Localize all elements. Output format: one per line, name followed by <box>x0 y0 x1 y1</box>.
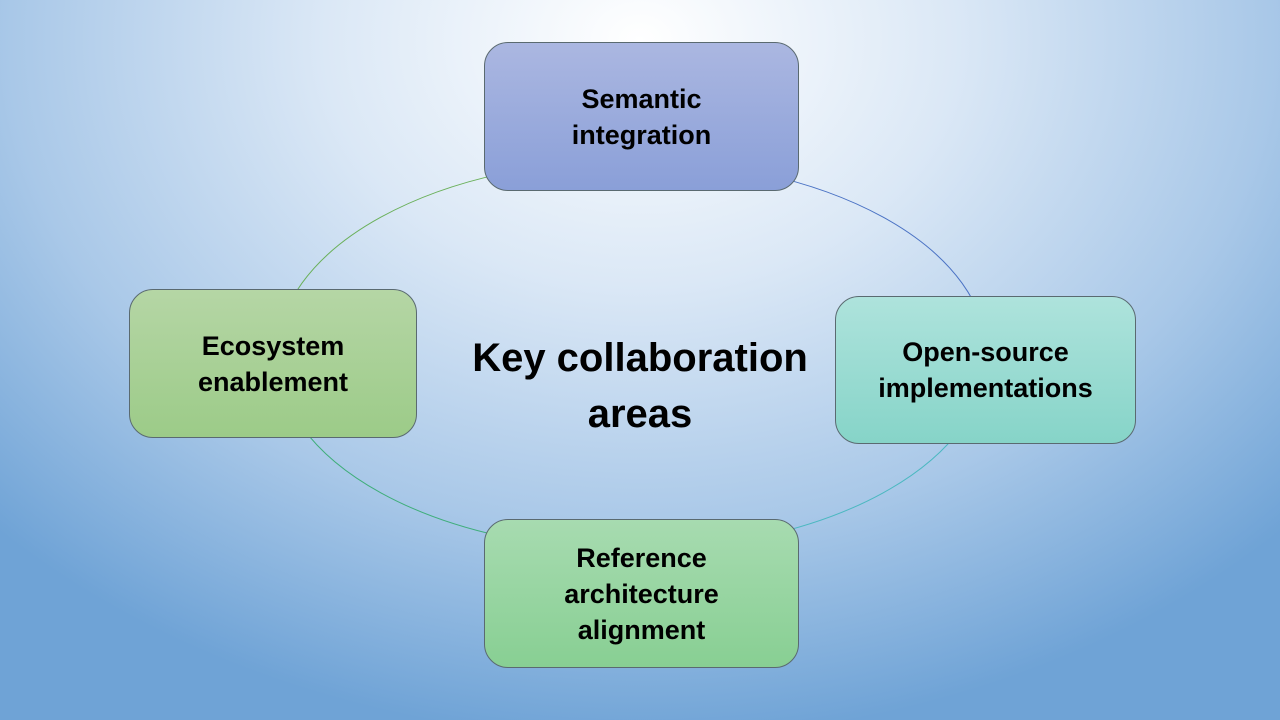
node-reference-architecture-alignment: Reference architecture alignment <box>484 519 799 668</box>
title-line: areas <box>587 392 693 436</box>
node-open-source-implementations: Open-source implementations <box>835 296 1136 444</box>
node-semantic-integration: Semantic integration <box>484 42 799 191</box>
node-label: Reference <box>576 542 707 573</box>
title-line: Key collaboration <box>472 336 808 380</box>
node-label: Open-source <box>902 337 1069 367</box>
center-title: Key collaboration areas <box>440 330 840 442</box>
node-ecosystem-enablement: Ecosystem enablement <box>129 289 417 438</box>
node-label: implementations <box>878 373 1093 403</box>
node-label: integration <box>571 119 712 150</box>
node-label: Ecosystem <box>201 330 345 361</box>
node-label: architecture <box>564 578 719 609</box>
node-label: alignment <box>577 614 706 645</box>
node-label: enablement <box>197 366 349 397</box>
node-label: Semantic <box>581 83 702 114</box>
